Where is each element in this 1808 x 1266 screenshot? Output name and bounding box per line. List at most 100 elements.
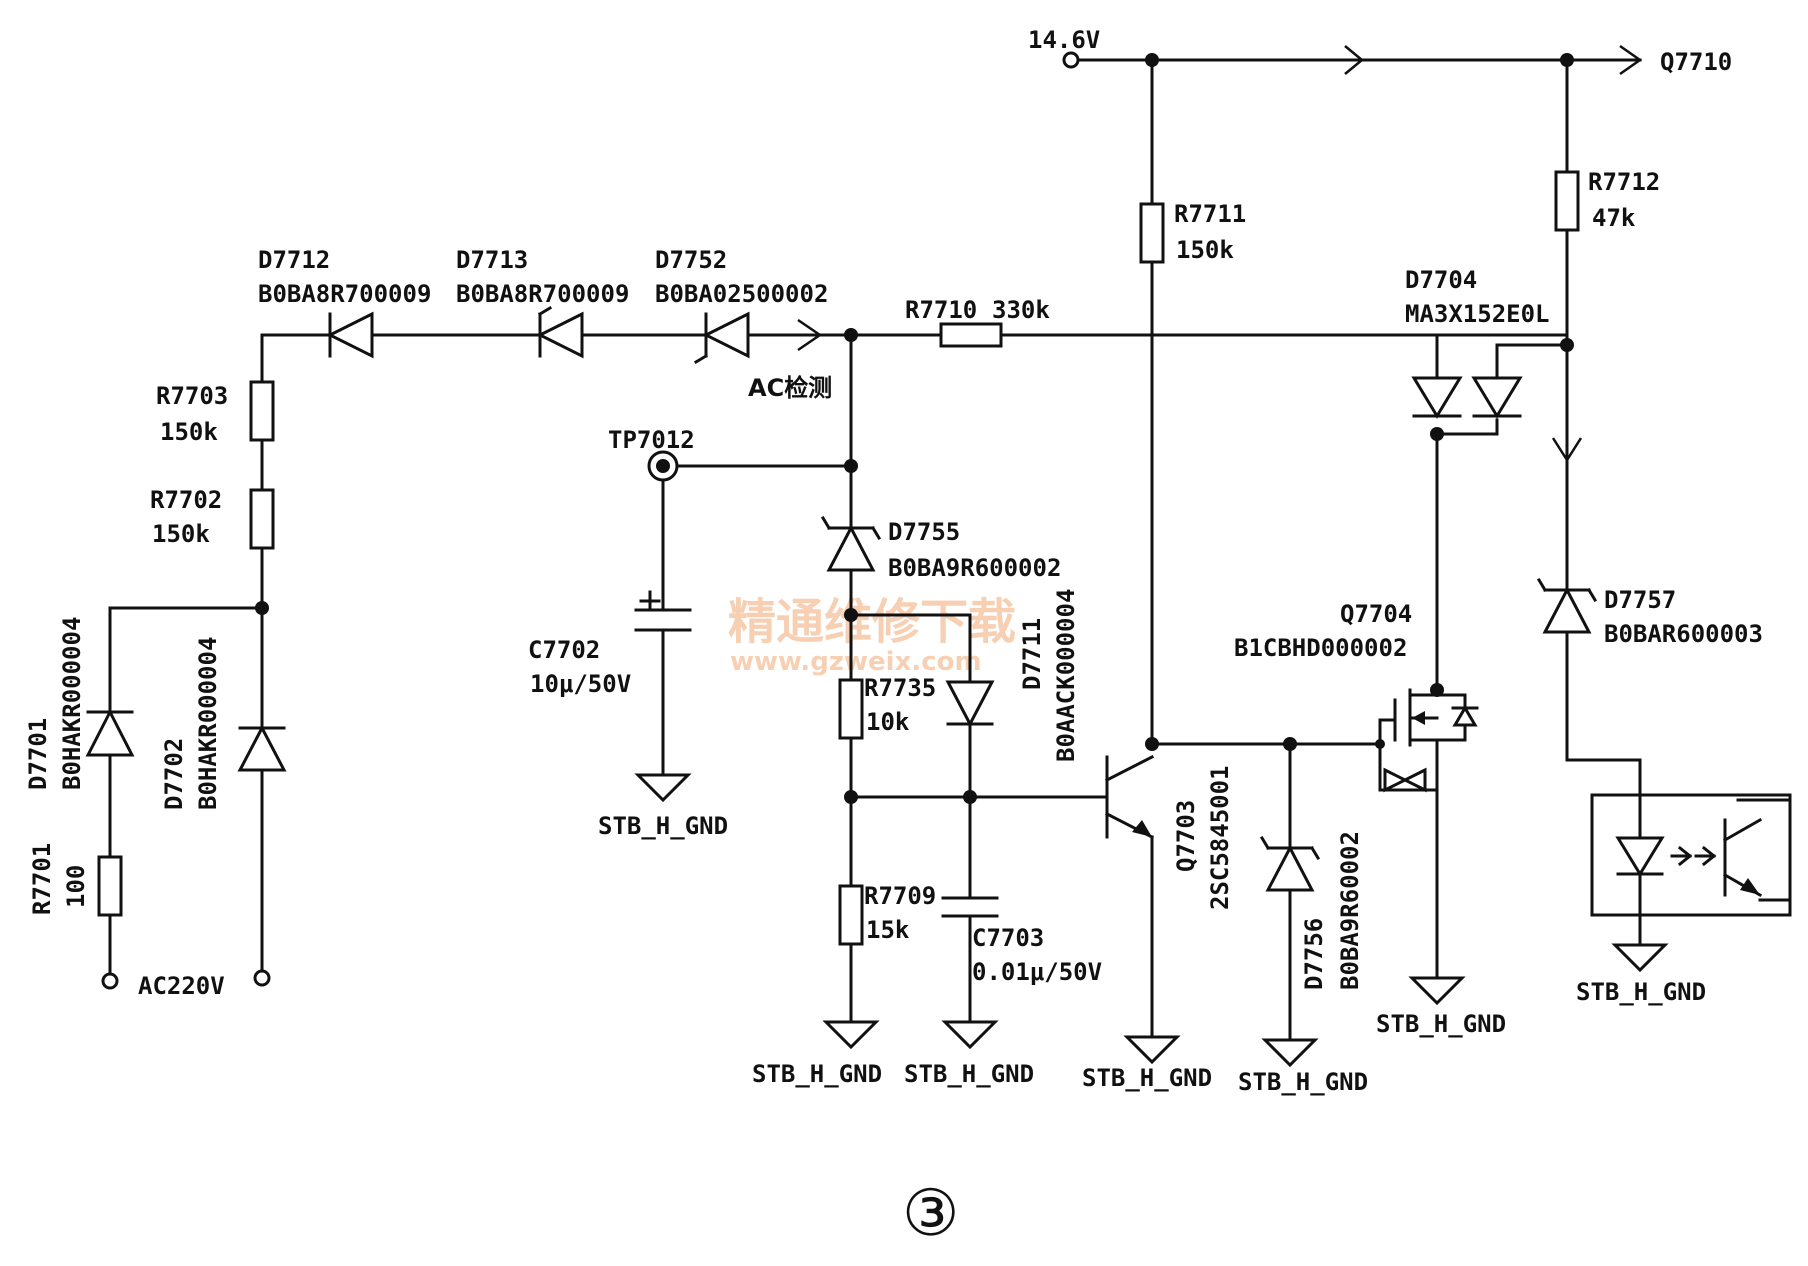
label-r7710-value: 330k: [992, 296, 1050, 324]
net-ac-detect: AC检测: [748, 374, 832, 402]
label-d7702-part: B0HAKR000004: [194, 637, 222, 810]
net-ac220v: AC220V: [138, 972, 225, 1000]
watermark: 精通维修下载 www.gzweix.com: [728, 594, 1016, 677]
ac-terminal-left: [101, 972, 119, 990]
diode-d7752: [693, 311, 750, 365]
diode-d7704: [1411, 376, 1523, 419]
label-d7711-ref: D7711: [1018, 618, 1046, 690]
test-point-core: [656, 459, 670, 473]
resistor-r7711: [1139, 202, 1165, 264]
labels: 14.6V Q7710 AC220V AC检测 STB_H_GND STB_H_…: [24, 26, 1763, 1251]
diode-d7756: [1259, 835, 1321, 892]
label-q7703-part: 2SC5845001: [1206, 766, 1234, 911]
junctions: [255, 53, 1574, 804]
diode-d7712: [326, 311, 374, 359]
resistor-r7703: [249, 380, 275, 442]
label-r7701-ref: R7701: [28, 843, 56, 915]
label-r7735-ref: R7735: [864, 674, 936, 702]
label-r7703-value: 150k: [160, 418, 218, 446]
net-q7710: Q7710: [1660, 48, 1732, 76]
gnd-label-c7702: STB_H_GND: [598, 812, 728, 840]
diode-d7701: [85, 708, 135, 757]
label-r7709-ref: R7709: [864, 882, 936, 910]
terminals: [101, 51, 1080, 990]
diode-d7757: [1536, 577, 1598, 634]
supply-terminal: [1062, 51, 1080, 69]
capacitor-c7702: [634, 590, 692, 632]
label-r7711-ref: R7711: [1174, 200, 1246, 228]
watermark-url: www.gzweix.com: [730, 647, 982, 677]
arrow-rail-1: [1344, 45, 1364, 75]
label-d7713-part: B0BA8R700009: [456, 280, 629, 308]
diode-d7713: [536, 305, 584, 359]
resistor-r7709: [838, 884, 864, 946]
label-q7703-ref: Q7703: [1172, 800, 1200, 872]
diode-d7702: [237, 724, 287, 772]
label-r7702-ref: R7702: [150, 486, 222, 514]
label-d7701-part: B0HAKR000004: [58, 617, 86, 790]
label-d7757-ref: D7757: [1604, 586, 1676, 614]
ground-q7704: [1408, 976, 1466, 1006]
label-c7703-ref: C7703: [972, 924, 1044, 952]
wire-optocoupler-anode: [1565, 758, 1642, 802]
label-r7710-ref: R7710: [905, 296, 977, 324]
label-r7702-value: 150k: [152, 520, 210, 548]
wire-d7704-bridge: [1435, 418, 1499, 436]
label-q7704-part: B1CBHD000002: [1234, 634, 1407, 662]
label-d7713-ref: D7713: [456, 246, 528, 274]
mosfet-q7704: [1378, 688, 1479, 793]
ground-c7703: [941, 1020, 999, 1050]
arrow-rail-2: [1619, 44, 1643, 76]
label-d7701-ref: D7701: [24, 718, 52, 790]
label-r7712-value: 47k: [1592, 204, 1636, 232]
label-d7712-part: B0BA8R700009: [258, 280, 431, 308]
resistor-r7710: [939, 322, 1003, 348]
label-d7752-ref: D7752: [655, 246, 727, 274]
watermark-title: 精通维修下载: [728, 594, 1016, 650]
label-d7756-part: B0BA9R60002: [1336, 831, 1364, 990]
label-d7755-ref: D7755: [888, 518, 960, 546]
label-r7709-value: 15k: [866, 916, 910, 944]
label-c7702-ref: C7702: [528, 636, 600, 664]
gnd-label-r7709: STB_H_GND: [752, 1060, 882, 1088]
resistor-r7701: [97, 855, 123, 917]
ground-c7702: [634, 773, 692, 803]
label-d7756-ref: D7756: [1300, 918, 1328, 990]
label-d7711-part: B0AACK000004: [1052, 589, 1080, 762]
label-d7704-ref: D7704: [1405, 266, 1477, 294]
capacitor-c7703: [941, 896, 999, 918]
label-d7755-part: B0BA9R600002: [888, 554, 1061, 582]
arrow-ac-detect: [797, 318, 823, 352]
gnd-label-q7704: STB_H_GND: [1376, 1010, 1506, 1038]
transistor-q7703: [1104, 754, 1155, 840]
diode-d7755: [820, 515, 882, 572]
label-r7711-value: 150k: [1176, 236, 1234, 264]
arrow-r7712-down: [1551, 437, 1583, 463]
label-r7735-value: 10k: [866, 708, 910, 736]
ground-q7703: [1123, 1035, 1181, 1065]
label-d7702-ref: D7702: [160, 738, 188, 810]
resistor-r7735: [838, 678, 864, 740]
diodes: [85, 305, 1598, 892]
label-d7757-part: B0BAR600003: [1604, 620, 1763, 648]
label-c7702-value: 10μ/50V: [530, 670, 631, 698]
optocoupler: [1590, 793, 1792, 920]
figure-number: ③: [902, 1177, 959, 1251]
ac-terminal-right: [253, 969, 271, 987]
capacitors: [634, 590, 999, 918]
label-r7703-ref: R7703: [156, 382, 228, 410]
label-c7703-value: 0.01μ/50V: [972, 958, 1102, 986]
wires: [108, 58, 1792, 1042]
label-tp7012: TP7012: [608, 426, 695, 454]
ground-d7756: [1261, 1038, 1319, 1068]
label-r7712-ref: R7712: [1588, 168, 1660, 196]
gnd-label-optocoupler: STB_H_GND: [1576, 978, 1706, 1006]
wire-d7711-column: [849, 613, 972, 1024]
wire-opto-out: [1736, 798, 1792, 902]
diode-d7711: [945, 680, 995, 728]
label-q7704-ref: Q7704: [1340, 600, 1412, 628]
flow-arrows: [797, 44, 1643, 463]
ground-r7709: [822, 1020, 880, 1050]
net-supply-voltage: 14.6V: [1028, 26, 1100, 54]
